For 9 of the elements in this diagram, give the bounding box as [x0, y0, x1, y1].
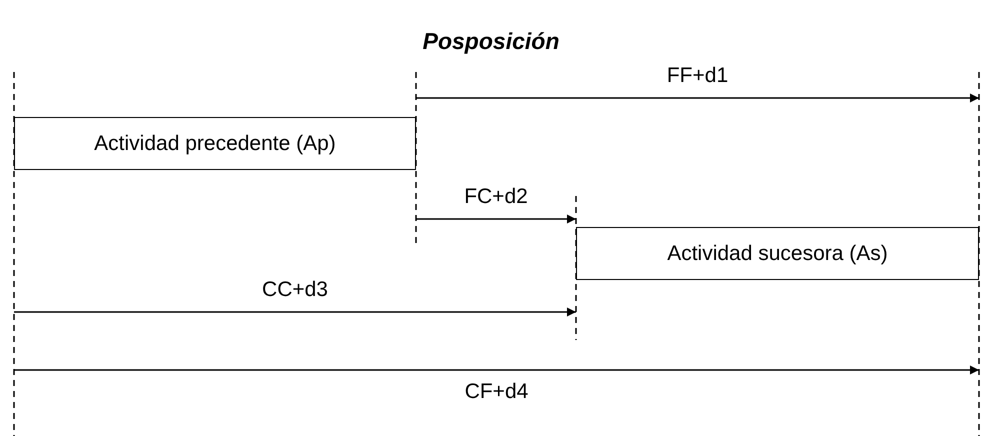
arrow [416, 94, 979, 102]
activity-bar [14, 117, 416, 170]
arrow [14, 308, 576, 316]
arrow [416, 214, 576, 224]
activity-bar [576, 227, 979, 280]
activity-label: Actividad precedente (Ap) [94, 132, 336, 156]
title: Posposición [422, 28, 560, 55]
activity-label: Actividad sucesora (As) [667, 242, 888, 266]
arrow [14, 366, 979, 374]
